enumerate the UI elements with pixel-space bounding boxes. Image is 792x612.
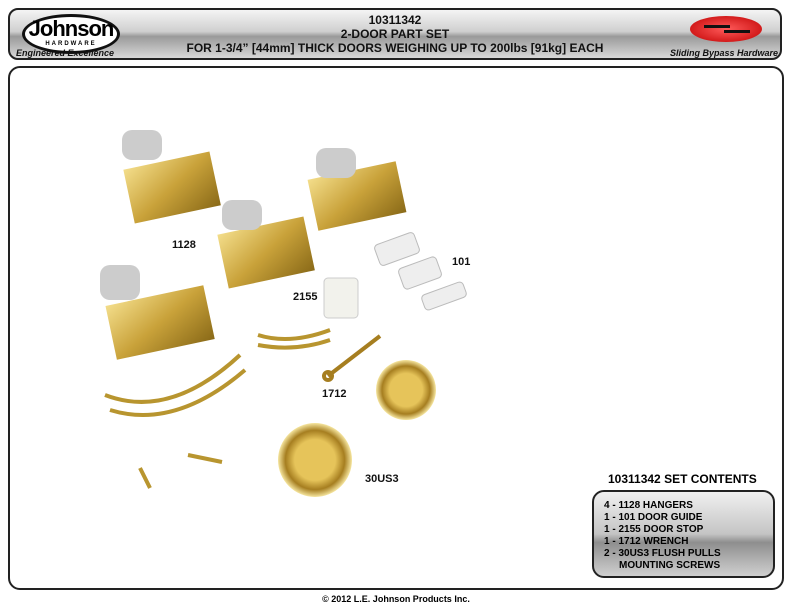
mounting-screws — [104, 328, 331, 489]
contents-item: 1 - 2155 DOOR STOP — [604, 524, 704, 535]
title-block: 10311342 2-DOOR PART SET FOR 1-3/4” [44m… — [160, 13, 630, 55]
tagline: Engineered Excellence — [16, 48, 115, 58]
contents-item: MOUNTING SCREWS — [619, 560, 721, 571]
part-number: 10311342 — [368, 13, 422, 27]
hanger-1128 — [100, 130, 407, 360]
product-panel — [8, 66, 784, 590]
copyright: © 2012 L.E. Johnson Products Inc. — [322, 594, 470, 604]
contents-item: 2 - 30US3 FLUSH PULLS — [604, 548, 721, 559]
set-title: 2-DOOR PART SET — [340, 27, 450, 41]
contents-list: 4 - 1128 HANGERS 1 - 101 DOOR GUIDE 1 - … — [592, 490, 775, 578]
door-guide-101 — [374, 232, 467, 311]
label-1712: 1712 — [322, 388, 347, 400]
sliding-bypass-icon — [690, 16, 762, 42]
label-101: 101 — [452, 256, 471, 268]
flush-pull — [278, 423, 352, 497]
category-label: Sliding Bypass Hardware — [669, 48, 778, 58]
label-2155: 2155 — [293, 291, 318, 303]
label-30us3: 30US3 — [365, 473, 399, 485]
contents-item: 1 - 1712 WRENCH — [604, 536, 689, 547]
door-stop-2155 — [323, 277, 359, 319]
label-1128: 1128 — [172, 239, 196, 251]
contents-item: 1 - 101 DOOR GUIDE — [604, 512, 703, 523]
contents-item: 4 - 1128 HANGERS — [604, 500, 693, 511]
contents-title: 10311342 SET CONTENTS — [608, 472, 757, 486]
flush-pull — [376, 360, 436, 420]
set-subtitle: FOR 1-3/4” [44mm] THICK DOORS WEIGHING U… — [186, 41, 604, 55]
wrench-1712 — [322, 334, 382, 382]
